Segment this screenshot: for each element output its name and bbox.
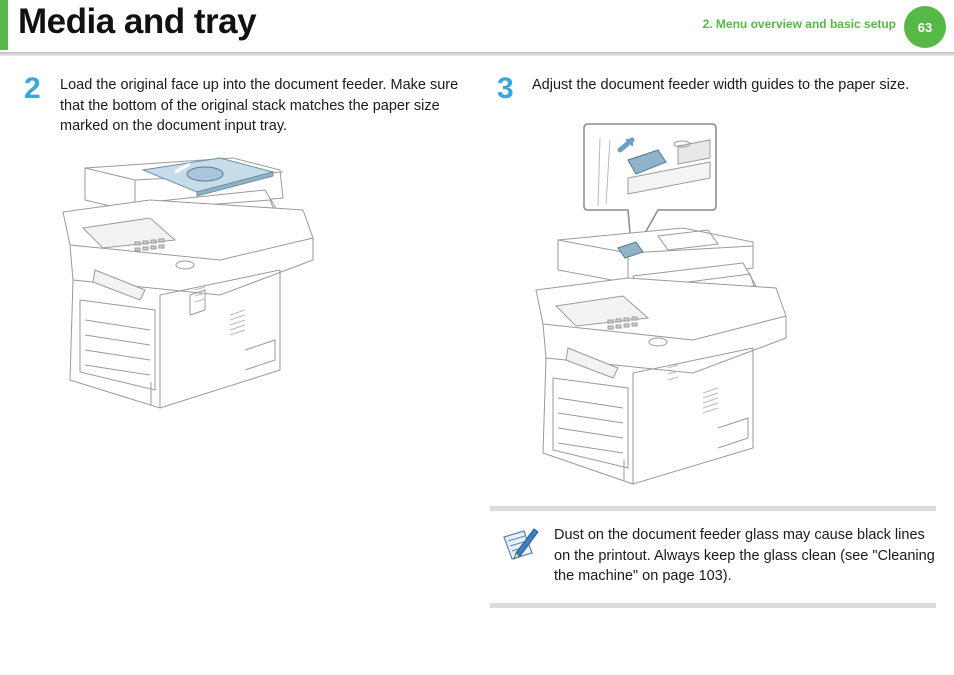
page-title: Media and tray xyxy=(18,2,257,41)
header-accent-bar xyxy=(0,0,8,50)
note-pencil-icon xyxy=(503,528,539,560)
page-number-badge: 63 xyxy=(904,6,946,48)
printer-load-original-illustration xyxy=(62,157,314,409)
printer-width-guide-illustration xyxy=(535,123,787,485)
step-2-number: 2 xyxy=(24,72,41,105)
step-2-text: Load the original face up into the docum… xyxy=(60,77,459,134)
note-text: Dust on the document feeder glass may ca… xyxy=(554,527,935,584)
note-box: Dust on the document feeder glass may ca… xyxy=(490,506,936,608)
header-divider xyxy=(0,52,954,56)
step-3-number: 3 xyxy=(497,72,514,105)
section-label[interactable]: 2. Menu overview and basic setup xyxy=(702,17,896,31)
step-3-text: Adjust the document feeder width guides … xyxy=(532,77,910,93)
